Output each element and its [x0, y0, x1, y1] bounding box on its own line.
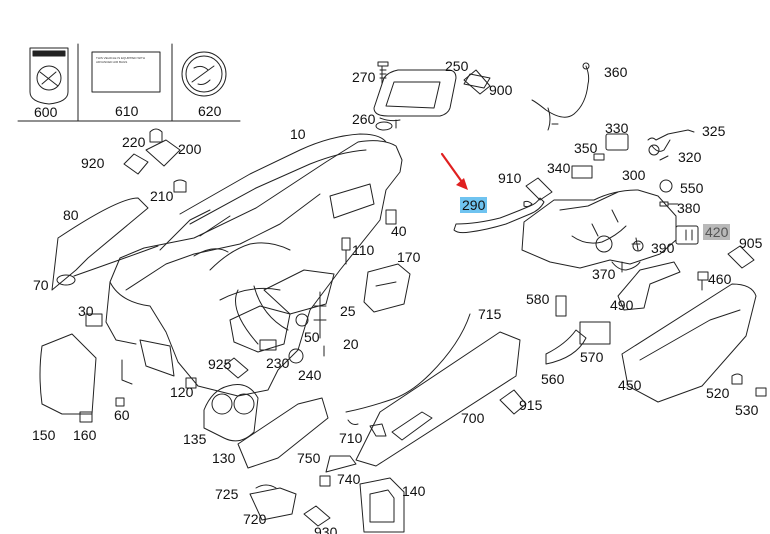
part-label-550[interactable]: 550: [680, 180, 704, 196]
part-label-340[interactable]: 340: [547, 160, 571, 176]
part-label-725[interactable]: 725: [215, 486, 239, 502]
part-label-70[interactable]: 70: [33, 277, 49, 293]
part-label-170[interactable]: 170: [397, 249, 421, 265]
part-label-620[interactable]: 620: [198, 103, 222, 119]
part-label-370[interactable]: 370: [592, 266, 616, 282]
part-label-320[interactable]: 320: [678, 149, 702, 165]
part-label-40[interactable]: 40: [391, 223, 407, 239]
part-label-260[interactable]: 260: [352, 111, 376, 127]
display-unit: [373, 61, 491, 129]
part-label-330[interactable]: 330: [605, 120, 629, 136]
part-label-925[interactable]: 925: [208, 356, 232, 372]
airbag-warning-line-1: THIS VEHICLE IS EQUIPPED WITH: [96, 56, 146, 60]
part-label-570[interactable]: 570: [580, 349, 604, 365]
cover-80: [51, 197, 149, 291]
part-label-200[interactable]: 200: [178, 141, 202, 157]
trim-140: [359, 477, 405, 533]
dashboard-10: [105, 133, 403, 397]
part-label-390[interactable]: 390: [651, 240, 675, 256]
warning-labels-panel: [17, 43, 241, 122]
part-label-910[interactable]: 910: [498, 170, 522, 186]
panel-700: [355, 331, 521, 467]
part-290-outline: [453, 197, 545, 234]
part-label-700[interactable]: 700: [461, 410, 485, 426]
part-label-160[interactable]: 160: [73, 427, 97, 443]
part-label-25[interactable]: 25: [340, 303, 356, 319]
part-label-720[interactable]: 720: [243, 511, 267, 527]
part-label-420-muted[interactable]: 420: [703, 224, 731, 240]
part-label-240[interactable]: 240: [298, 367, 322, 383]
airbag-warning-line-2: ADVANCED AIR BAGS: [96, 60, 128, 64]
part-label-290-selected[interactable]: 290: [460, 197, 488, 213]
part-label-140[interactable]: 140: [402, 483, 426, 499]
part-label-50[interactable]: 50: [304, 329, 320, 345]
part-label-520[interactable]: 520: [706, 385, 730, 401]
airbag-warning-label: THIS VEHICLE IS EQUIPPED WITH ADVANCED A…: [96, 56, 158, 64]
part-label-350[interactable]: 350: [574, 140, 598, 156]
bracket-300: [521, 189, 677, 269]
part-label-715[interactable]: 715: [478, 306, 502, 322]
part-label-80[interactable]: 80: [63, 207, 79, 223]
part-label-10[interactable]: 10: [290, 126, 306, 142]
part-label-560[interactable]: 560: [541, 371, 565, 387]
cable-715: [345, 313, 471, 413]
part-label-270[interactable]: 270: [352, 69, 376, 85]
part-label-905[interactable]: 905: [739, 235, 763, 251]
cluster-135: [203, 384, 259, 442]
wiring-360: [531, 65, 590, 131]
part-label-915[interactable]: 915: [519, 397, 543, 413]
part-label-710[interactable]: 710: [339, 430, 363, 446]
part-label-610[interactable]: 610: [115, 103, 139, 119]
part-label-325[interactable]: 325: [702, 123, 726, 139]
part-label-150[interactable]: 150: [32, 427, 56, 443]
part-label-450[interactable]: 450: [618, 377, 642, 393]
part-label-30[interactable]: 30: [78, 303, 94, 319]
part-label-920[interactable]: 920: [81, 155, 105, 171]
switch-330: [605, 133, 629, 151]
part-label-750[interactable]: 750: [297, 450, 321, 466]
glovebox-450: [621, 283, 757, 403]
part-label-135[interactable]: 135: [183, 431, 207, 447]
part-label-20[interactable]: 20: [343, 336, 359, 352]
part-label-250[interactable]: 250: [445, 58, 469, 74]
part-label-490[interactable]: 490: [610, 297, 634, 313]
part-label-530[interactable]: 530: [735, 402, 759, 418]
part-label-380[interactable]: 380: [677, 200, 701, 216]
part-label-110[interactable]: 110: [352, 242, 375, 258]
part-label-740[interactable]: 740: [337, 471, 361, 487]
clip-220: [149, 128, 163, 143]
part-label-580[interactable]: 580: [526, 291, 550, 307]
part-label-220[interactable]: 220: [122, 134, 146, 150]
part-label-360[interactable]: 360: [604, 64, 628, 80]
part-label-130[interactable]: 130: [212, 450, 236, 466]
part-label-210[interactable]: 210: [150, 188, 174, 204]
part-label-230[interactable]: 230: [266, 355, 290, 371]
part-label-60[interactable]: 60: [114, 407, 130, 423]
part-label-460[interactable]: 460: [708, 271, 732, 287]
part-label-930[interactable]: 930: [314, 524, 338, 534]
grommet-260: [375, 121, 393, 131]
part-label-600[interactable]: 600: [34, 104, 58, 120]
selection-arrow: [440, 152, 468, 190]
part-label-120[interactable]: 120: [170, 384, 194, 400]
trim-150: [39, 333, 97, 415]
part-label-900[interactable]: 900: [489, 82, 513, 98]
part-label-300[interactable]: 300: [622, 167, 646, 183]
